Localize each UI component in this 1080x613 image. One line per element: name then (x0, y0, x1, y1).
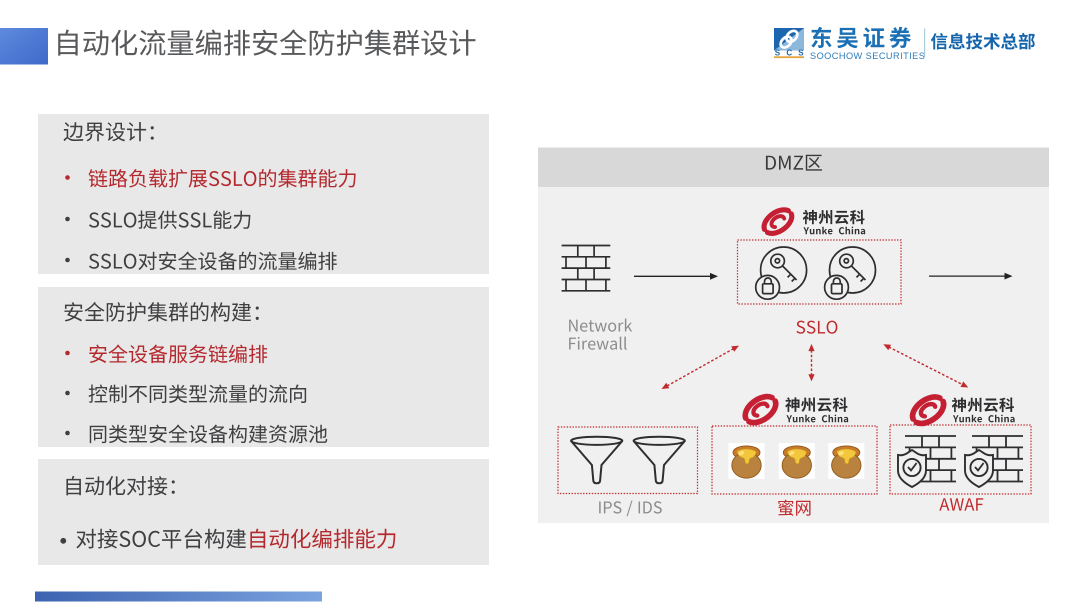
svg-text:SOOCHOW SECURITIES: SOOCHOW SECURITIES (810, 51, 925, 61)
svg-text:SCS: SCS (775, 49, 810, 58)
